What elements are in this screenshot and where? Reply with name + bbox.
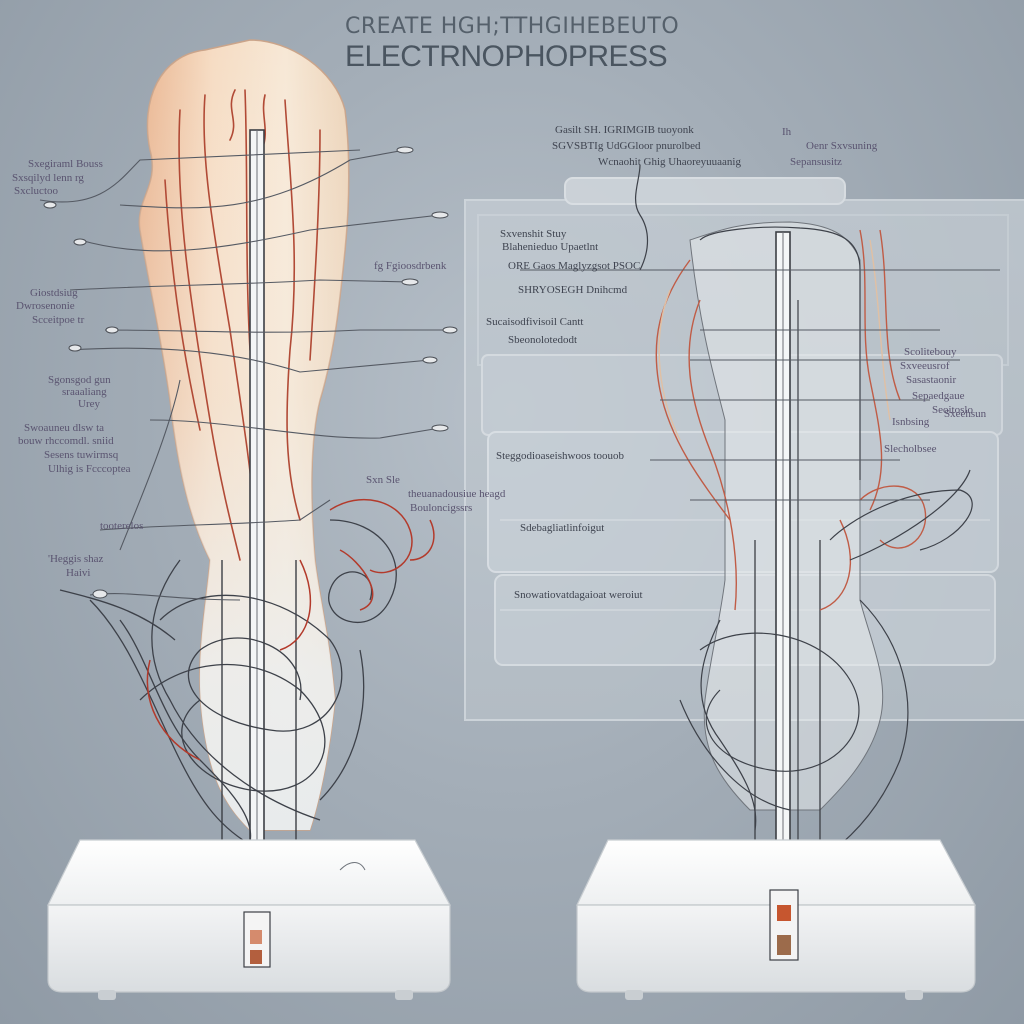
- label-panel-2: SGVSBTIg UdGGloor pnurolbed: [552, 140, 701, 152]
- label-right-4: Scolitebouy: [904, 346, 957, 358]
- label-left-1: Sxegiraml Bouss: [28, 158, 103, 170]
- label-left-3: Sxcluctoo: [14, 185, 58, 197]
- label-panel-12: Snowatiovatdagaioat weroiut: [514, 589, 643, 601]
- label-right-8: Seoitoslo: [932, 404, 973, 416]
- left-tissue-figure: [39, 39, 458, 931]
- right-base-box: [576, 839, 977, 1000]
- label-panel-6: ORE Gaos Maglyzgsot PSOC: [508, 260, 641, 272]
- label-panel-11: Sdebagliatlinfoigut: [520, 522, 605, 534]
- label-panel-10: Steggodioaseishwoos toouob: [496, 450, 625, 462]
- label-right-5: Sxveeusrof: [900, 360, 950, 372]
- page-title-line-2: ELECTRNOPHOPRESS: [345, 40, 668, 73]
- label-right-11: Slecholbsee: [884, 443, 937, 455]
- label-center-1: fg Fgioosdrbenk: [374, 260, 447, 272]
- label-right-9: Sxeehsun: [944, 408, 987, 420]
- page-title-line-1: CREATE HGH;TTHGIHEBEUTO: [345, 14, 680, 39]
- label-right-3: Sepansusitz: [790, 156, 842, 168]
- label-left-8: sraaaliang: [62, 386, 107, 398]
- label-panel-1: Gasilt SH. IGRIMGIB tuoyonk: [555, 124, 694, 136]
- label-left-16: Haivi: [66, 567, 91, 579]
- label-left-7: Sgonsgod gun: [48, 374, 111, 386]
- label-left-12: Sesens tuwirmsq: [44, 449, 119, 461]
- label-left-14: tooterelos: [100, 520, 144, 532]
- label-right-2: Oenr Sxvsuning: [806, 140, 878, 152]
- label-panel-9: Sbeonolotedodt: [508, 334, 578, 346]
- label-left-15: 'Heggis shaz: [48, 553, 104, 565]
- label-center-4: Bouloncigssrs: [410, 502, 473, 514]
- label-left-5: Dwrosenonie: [16, 300, 75, 312]
- label-right-6: Sasastaonir: [906, 374, 957, 386]
- label-panel-3: Wcnaohit Ghig Uhaoreyuuaanig: [598, 156, 741, 168]
- label-left-6: Scceitpoe tr: [32, 314, 85, 326]
- left-electrode-tube: [221, 129, 297, 931]
- label-right-7: Sepaedgaue: [912, 390, 965, 402]
- label-left-10: Swoauneu dlsw ta: [24, 422, 105, 434]
- label-right-1: Ih: [782, 126, 792, 138]
- label-left-13: Ulhig is Fcccoptea: [48, 463, 131, 475]
- label-center-3: theuanadousiue heagd: [408, 488, 506, 500]
- label-panel-4: Sxvenshit Stuy: [500, 228, 567, 240]
- label-center-2: Sxn Sle: [366, 474, 400, 486]
- label-right-10: Isnbsing: [892, 416, 930, 428]
- label-left-4: Giostdsiug: [30, 287, 78, 299]
- label-left-11: bouw rhccomdl. sniid: [18, 435, 114, 447]
- right-tissue-figure: [520, 164, 1000, 923]
- label-left-2: Sxsqilyd lenn rg: [12, 172, 84, 184]
- label-panel-7: SHRYOSEGH Dnihcmd: [518, 284, 628, 296]
- label-left-9: Urey: [78, 398, 100, 410]
- label-panel-8: Sucaisodfivisoil Cantt: [486, 316, 584, 328]
- left-base-box: [47, 839, 452, 1000]
- label-panel-5: Blahenieduo Upaetlnt: [502, 241, 599, 253]
